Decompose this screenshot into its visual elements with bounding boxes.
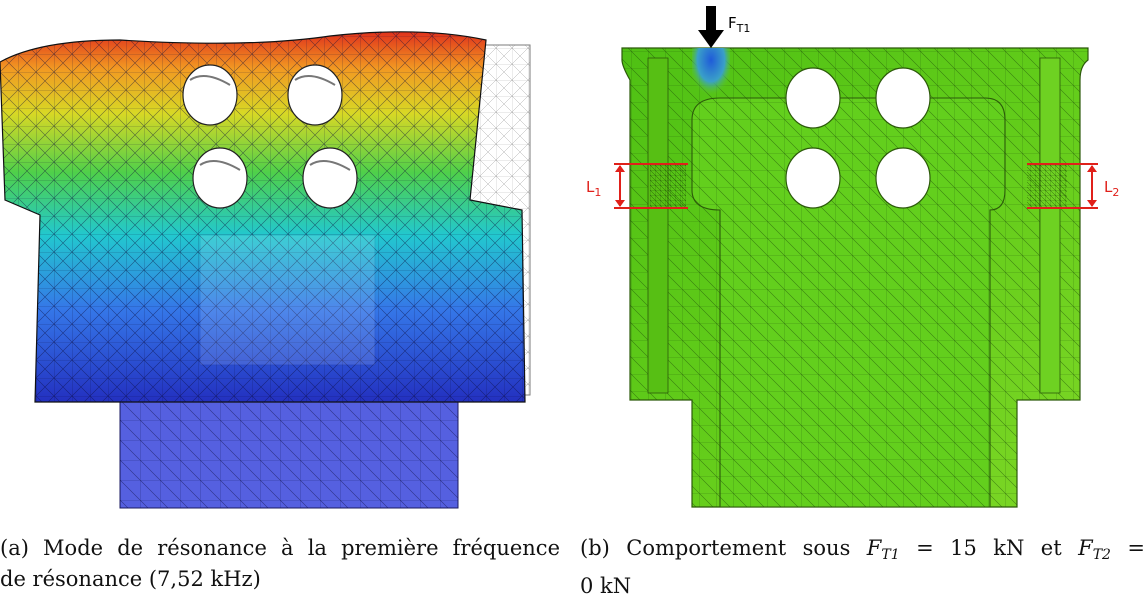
- caption-a: (a) Mode de résonance à la première fréq…: [0, 533, 560, 595]
- force-arrow: [698, 6, 724, 48]
- hole-bottom-left: [192, 147, 248, 209]
- caption-b-pre: (b) Comportement sous: [580, 536, 867, 560]
- caption-b-line1: (b) Comportement sous FT1 = 15 kN et FT2…: [580, 533, 1145, 571]
- right-channel: [1039, 57, 1061, 394]
- dimension-l2-label: L2: [1104, 178, 1119, 199]
- caption-a-line2: de résonance (7,52 kHz): [0, 567, 261, 591]
- stress-hotspot: [692, 48, 730, 108]
- force-label: FT1: [728, 14, 750, 35]
- hole-bottom-right: [875, 147, 931, 209]
- panel-b: FT1 L1 L2 (b) Comportement sous FT1 = 15…: [580, 0, 1145, 598]
- hole-top-right: [287, 64, 343, 126]
- resonance-mode-render: [0, 31, 531, 509]
- caption-b: (b) Comportement sous FT1 = 15 kN et FT2…: [580, 533, 1145, 602]
- hole-top-left: [785, 67, 841, 129]
- hole-top-left: [182, 64, 238, 126]
- dimension-l1-label: L1: [586, 178, 601, 199]
- load-behaviour-render: FT1 L1 L2: [586, 6, 1119, 508]
- caption-b-var1: FT1: [866, 536, 900, 563]
- left-channel: [647, 57, 669, 394]
- caption-b-eq1: = 15 kN et: [899, 536, 1079, 560]
- caption-b-line2: 0 kN: [580, 574, 632, 598]
- hole-top-right: [875, 67, 931, 129]
- dimension-l1: [614, 163, 688, 209]
- fine-mesh-zone-right: [1027, 164, 1067, 208]
- hole-bottom-left: [785, 147, 841, 209]
- caption-a-line1: (a) Mode de résonance à la première fréq…: [0, 536, 560, 560]
- caption-b-eq2: =: [1110, 536, 1145, 560]
- dimension-l2: [1027, 163, 1098, 209]
- caption-b-var2: FT2: [1078, 536, 1111, 563]
- hole-bottom-right: [302, 147, 358, 209]
- panel-a: (a) Mode de résonance à la première fréq…: [0, 0, 560, 597]
- fine-mesh-zone-left: [650, 164, 686, 208]
